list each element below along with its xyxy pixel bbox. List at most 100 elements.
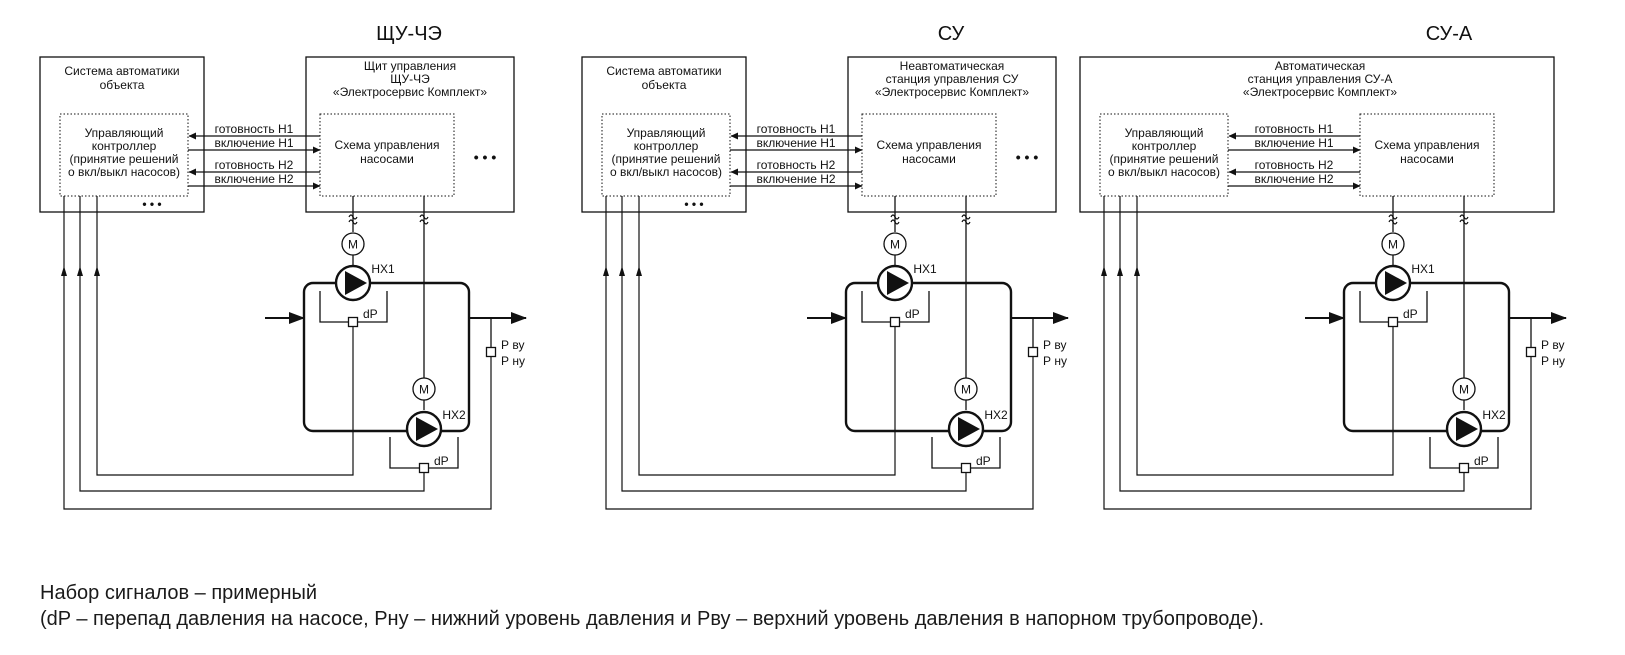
pressure-sensor (1027, 346, 1039, 358)
wire-arrow-2-icon (1117, 266, 1123, 276)
control-panel-box (305, 56, 515, 213)
wire-dp-1 (1136, 196, 1394, 476)
dp-sensor-1 (1387, 316, 1399, 328)
dp-label-2: dP (1474, 454, 1489, 468)
pump-1-label: НХ1 (1411, 262, 1435, 276)
dp-sensor-2 (960, 462, 972, 474)
control-box-line-3: «Электросервис Комплект» (1243, 85, 1398, 99)
pressure-sensor (485, 346, 497, 358)
automation-system-title: Система автоматики (606, 64, 721, 78)
pump-2: НХ2 (947, 408, 1008, 448)
motor-1-label: М (1388, 238, 1398, 252)
control-box-line-2: станция управления СУ-А (1248, 72, 1393, 86)
control-box-line-3: «Электросервис Комплект» (875, 85, 1030, 99)
panel-title: ЩУ-ЧЭ (376, 23, 442, 45)
controller-line-2: контроллер (92, 139, 157, 153)
pipe-manifold (302, 281, 471, 433)
cable-break-1-icon (1388, 214, 1398, 220)
pump-2-label: НХ2 (984, 408, 1008, 422)
cable-break-2-icon (1459, 214, 1469, 220)
motor-2-label: М (419, 383, 429, 397)
controller-line-3: (принятие решений (70, 152, 179, 166)
controller-line-4: о вкл/выкл насосов) (68, 165, 180, 179)
pump-1-impeller-icon (1385, 271, 1407, 295)
pressure-lower-label: Р ну (1541, 354, 1565, 368)
control-box-line-2: ЩУ-ЧЭ (390, 72, 430, 86)
wire-arrow-3-icon (636, 266, 642, 276)
dp-label-1: dP (363, 307, 378, 321)
pressure-upper-label: Р ву (1541, 338, 1564, 352)
signal-label-1: готовность Н1 (215, 122, 294, 136)
wire-dp-1 (96, 196, 354, 476)
automation-system-title: Система автоматики (64, 64, 179, 78)
wire-pressure (63, 196, 492, 510)
cable-break-2b-icon (1459, 219, 1469, 225)
signal-label-4: включение Н2 (214, 172, 293, 186)
dp-sensor-1 (347, 316, 359, 328)
dp-label-1: dP (1403, 307, 1418, 321)
control-station-box (1079, 56, 1555, 213)
pump-1-impeller-icon (887, 271, 909, 295)
control-box-line-1: Автоматическая (1275, 59, 1366, 73)
controller-line-2: контроллер (634, 139, 699, 153)
controller-box (59, 113, 189, 197)
controller-line-1: Управляющий (627, 126, 706, 140)
pump-1-impeller-icon (345, 271, 367, 295)
signal-label-3: готовность Н2 (1255, 158, 1334, 172)
control-box-line-1: Неавтоматическая (900, 59, 1005, 73)
pressure-sensor (1525, 346, 1537, 358)
controller-line-2: контроллер (1132, 139, 1197, 153)
pressure-upper-label: Р ву (501, 338, 524, 352)
pressure-upper-label: Р ву (1043, 338, 1066, 352)
pump-scheme-line-1: Схема управления (335, 138, 440, 152)
cable-break-2b-icon (419, 219, 429, 225)
pump-2-impeller-icon (958, 417, 980, 441)
automation-system-box (581, 56, 747, 213)
dp-label-1: dP (905, 307, 920, 321)
signal-label-4: включение Н2 (1254, 172, 1333, 186)
control-panel-box (847, 56, 1057, 213)
panel-title: СУ-А (1426, 23, 1473, 45)
pipe-manifold (1342, 281, 1511, 433)
caption-signal-set: Набор сигналов – примерный (40, 582, 318, 604)
wire-dp-2 (621, 196, 967, 492)
pump-scheme-line-2: насосами (360, 152, 414, 166)
wire-arrow-1-icon (61, 266, 67, 276)
pump-2-impeller-icon (1456, 417, 1478, 441)
control-box-line-2: станция управления СУ (886, 72, 1019, 86)
motor-1-label: М (348, 238, 358, 252)
pump-scheme-line-2: насосами (902, 152, 956, 166)
controller-box (1099, 113, 1229, 197)
pump-2-label: НХ2 (1482, 408, 1506, 422)
wire-dp-2 (79, 196, 425, 492)
pump-2-label: НХ2 (442, 408, 466, 422)
pump-1: НХ1 (876, 262, 937, 302)
pump-1: НХ1 (1374, 262, 1435, 302)
wire-arrow-3-icon (94, 266, 100, 276)
signal-label-2: включение Н1 (1254, 136, 1333, 150)
signal-label-3: готовность Н2 (757, 158, 836, 172)
pump-scheme-line-1: Схема управления (1375, 138, 1480, 152)
controller-line-4: о вкл/выкл насосов) (610, 165, 722, 179)
wire-arrow-2-icon (77, 266, 83, 276)
signal-label-2: включение Н1 (214, 136, 293, 150)
control-box-line-1: Щит управления (364, 59, 456, 73)
dp-sensor-1 (889, 316, 901, 328)
motor-2-label: М (1459, 383, 1469, 397)
cable-break-1b-icon (1388, 219, 1398, 225)
cable-break-2-icon (961, 214, 971, 220)
wire-arrow-1-icon (1101, 266, 1107, 276)
controller-line-3: (принятие решений (612, 152, 721, 166)
panel-ellipsis: • • • (1016, 149, 1039, 165)
signal-label-1: готовность Н1 (1255, 122, 1334, 136)
controller-ellipsis: • • • (142, 197, 161, 211)
cable-break-1-icon (890, 214, 900, 220)
motor-1-label: М (890, 238, 900, 252)
wire-dp-2 (1119, 196, 1465, 492)
dp-label-2: dP (434, 454, 449, 468)
cable-break-1-icon (348, 214, 358, 220)
wire-pressure (605, 196, 1034, 510)
dp-sensor-2 (418, 462, 430, 474)
